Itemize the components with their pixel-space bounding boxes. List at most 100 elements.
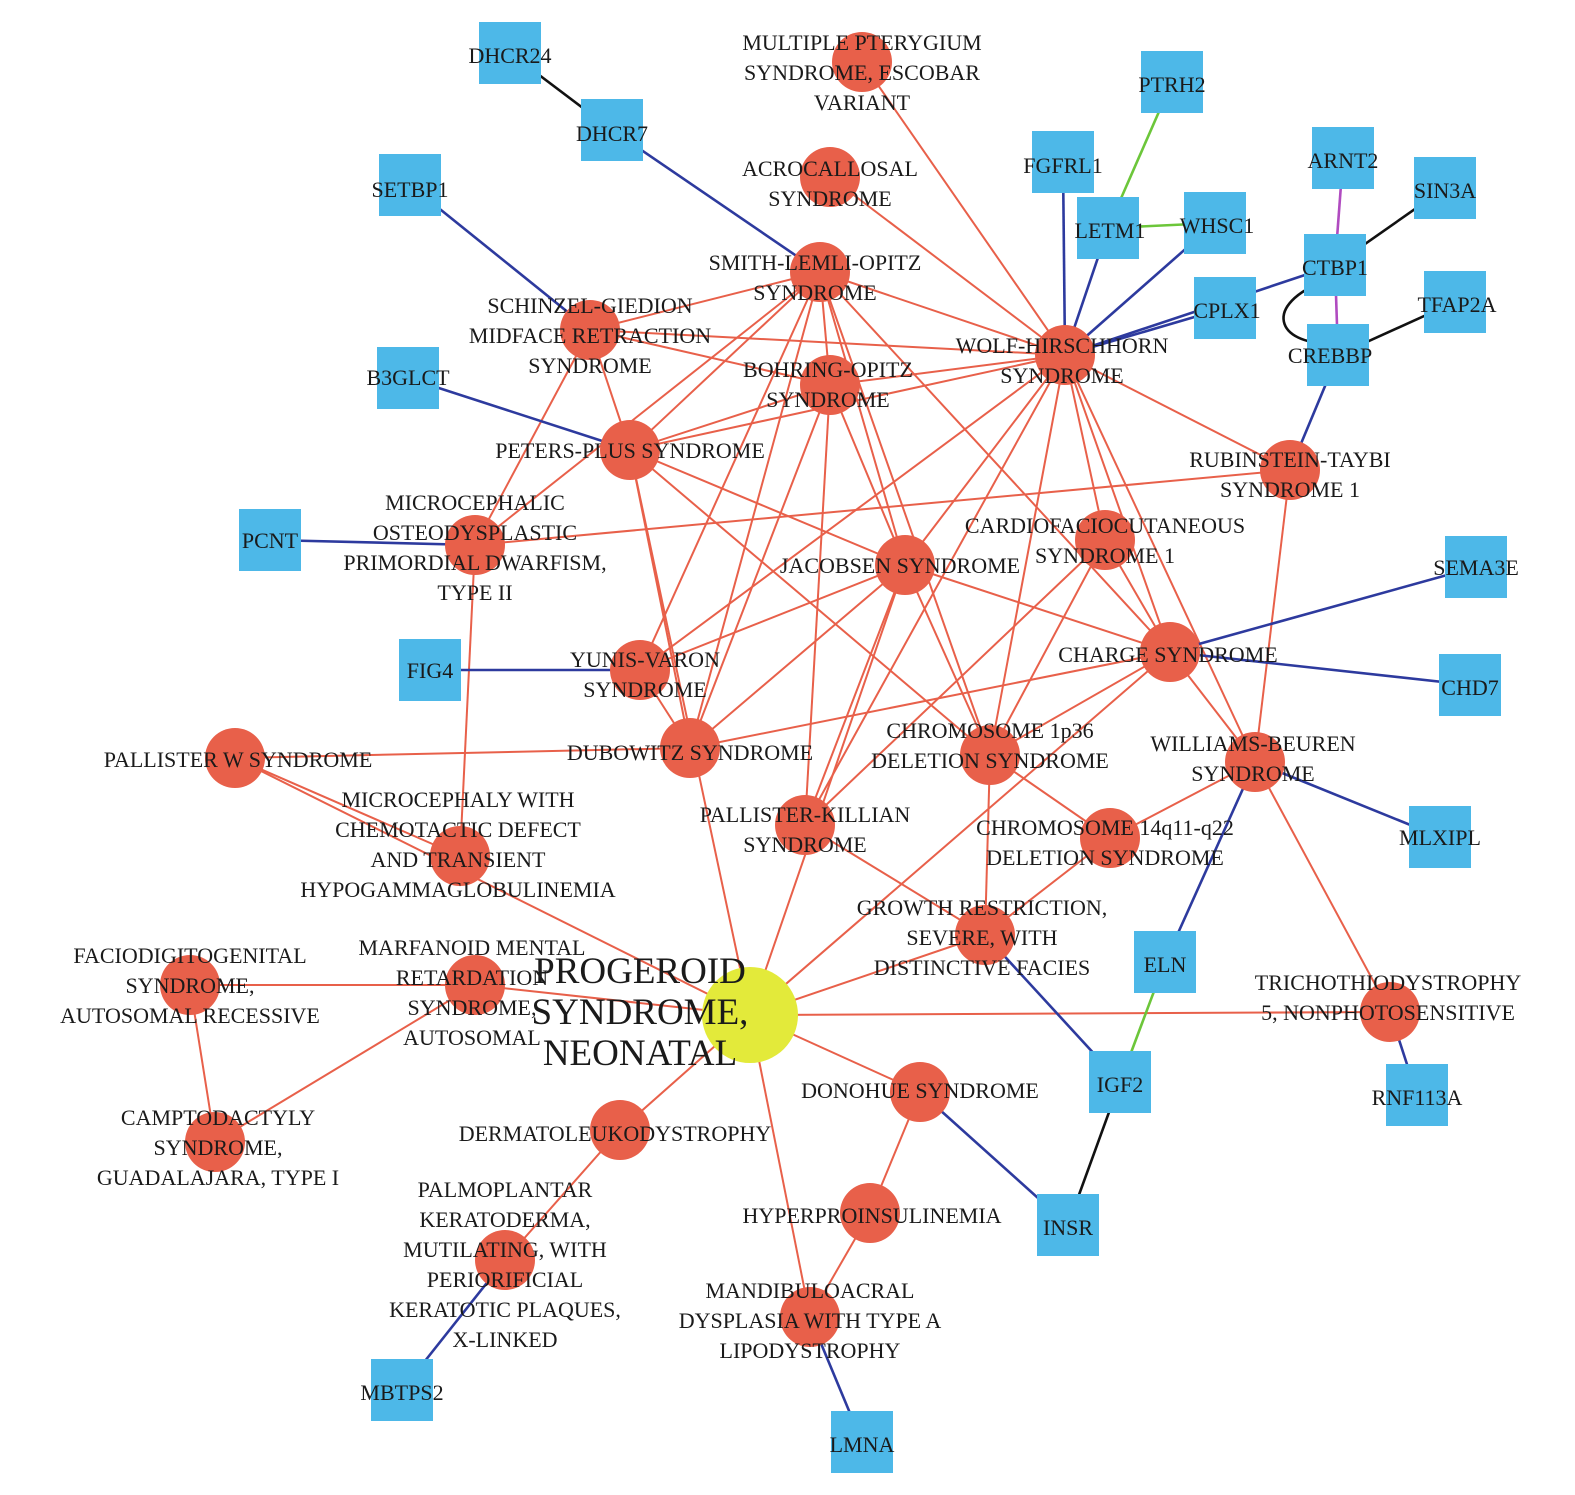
node-label-line: ELN: [1144, 952, 1187, 977]
disease-node-pps[interactable]: [600, 420, 660, 480]
node-label-line: INSR: [1043, 1215, 1093, 1240]
disease-node-c1p[interactable]: [960, 725, 1020, 785]
gene-node-chd7[interactable]: [1439, 654, 1501, 716]
disease-node-pks[interactable]: [775, 795, 835, 855]
node-label-line: X-LINKED: [452, 1327, 557, 1352]
node-label-line: CAMPTODACTYLY: [121, 1105, 315, 1130]
node-label-jac: JACOBSEN SYNDROME: [780, 553, 1020, 578]
node-label-line: HYPERPROINSULINEMIA: [742, 1203, 1001, 1228]
disease-node-don[interactable]: [890, 1062, 950, 1122]
disease-node-cfc[interactable]: [1075, 510, 1135, 570]
gene-node-b3glct[interactable]: [377, 347, 439, 409]
node-label-line: DYSPLASIA WITH TYPE A: [679, 1308, 942, 1333]
gene-node-fgfrl1[interactable]: [1032, 131, 1094, 193]
node-label-line: TFAP2A: [1417, 292, 1496, 317]
disease-node-ppk[interactable]: [475, 1230, 535, 1290]
disease-node-ttd[interactable]: [1360, 982, 1420, 1042]
edge-chg-dub: [689, 651, 1171, 749]
node-label-line: MIDFACE RETRACTION: [469, 323, 711, 348]
disease-node-whs[interactable]: [1035, 325, 1095, 385]
disease-node-sgm[interactable]: [560, 300, 620, 360]
node-label-line: MLXIPL: [1399, 825, 1481, 850]
node-label-letm1: LETM1: [1075, 218, 1146, 243]
disease-node-chg[interactable]: [1140, 622, 1200, 682]
edge-bos-dub: [689, 384, 831, 749]
gene-node-arnt2[interactable]: [1312, 127, 1374, 189]
gene-node-letm1[interactable]: [1077, 197, 1139, 259]
node-label-line: MULTIPLE PTERYGIUM: [742, 30, 981, 55]
gene-node-fig4[interactable]: [399, 639, 461, 701]
node-label-pws: PALLISTER W SYNDROME: [104, 747, 373, 772]
node-label-line: WILLIAMS-BEUREN: [1150, 731, 1355, 756]
gene-node-sema3e[interactable]: [1445, 536, 1507, 598]
gene-node-igf2[interactable]: [1089, 1051, 1151, 1113]
gene-node-setbp1[interactable]: [379, 154, 441, 216]
disease-node-mop[interactable]: [445, 515, 505, 575]
disease-node-fdg[interactable]: [160, 955, 220, 1015]
disease-node-mmr[interactable]: [445, 955, 505, 1015]
node-label-line: RETARDATION: [396, 965, 548, 990]
node-label-line: ACROCALLOSAL: [742, 156, 918, 181]
edge-grs-pks: [804, 824, 986, 936]
node-label-line: CTBP1: [1302, 255, 1368, 280]
edge-slo-dub: [689, 271, 821, 749]
node-label-line: B3GLCT: [366, 365, 450, 390]
gene-node-ptrh2[interactable]: [1141, 51, 1203, 113]
disease-node-acs[interactable]: [800, 147, 860, 207]
disease-node-cam[interactable]: [185, 1112, 245, 1172]
gene-node-tfap2a[interactable]: [1424, 271, 1486, 333]
disease-node-grs[interactable]: [955, 905, 1015, 965]
disease-node-rts[interactable]: [1260, 440, 1320, 500]
disease-node-psn[interactable]: [702, 967, 798, 1063]
gene-node-pcnt[interactable]: [239, 509, 301, 571]
node-label-line: SYNDROME,: [154, 1135, 283, 1160]
gene-node-ctbp1[interactable]: [1304, 234, 1366, 296]
gene-node-sin3a[interactable]: [1414, 157, 1476, 219]
edge-mop-mcd: [459, 544, 476, 857]
disease-node-mcd[interactable]: [430, 826, 490, 886]
node-label-line: AUTOSOMAL: [403, 1025, 541, 1050]
disease-node-mps[interactable]: [832, 32, 892, 92]
node-label-wbs: WILLIAMS-BEUREN SYNDROME: [1150, 731, 1355, 786]
node-label-insr: INSR: [1043, 1215, 1093, 1240]
gene-node-insr[interactable]: [1037, 1194, 1099, 1256]
disease-node-jac[interactable]: [875, 535, 935, 595]
edge-bos-pps: [629, 384, 831, 451]
gene-node-whsc1[interactable]: [1184, 192, 1246, 254]
disease-node-wbs[interactable]: [1225, 732, 1285, 792]
disease-node-dld[interactable]: [590, 1100, 650, 1160]
disease-node-yvs[interactable]: [610, 640, 670, 700]
gene-node-mbtps2[interactable]: [371, 1359, 433, 1421]
disease-node-hpi[interactable]: [840, 1183, 900, 1243]
gene-node-dhcr24[interactable]: [479, 22, 541, 84]
node-label-whsc1: WHSC1: [1180, 213, 1255, 238]
disease-node-bos[interactable]: [800, 355, 860, 415]
node-label-eln: ELN: [1144, 952, 1187, 977]
gene-node-cplx1[interactable]: [1194, 277, 1256, 339]
edge-sema3e-chg: [1169, 565, 1477, 654]
node-label-line: VARIANT: [814, 90, 911, 115]
node-label-line: DONOHUE SYNDROME: [801, 1078, 1039, 1103]
disease-node-dub[interactable]: [660, 718, 720, 778]
disease-node-pws[interactable]: [205, 728, 265, 788]
disease-node-mad[interactable]: [780, 1287, 840, 1347]
disease-node-c14[interactable]: [1080, 808, 1140, 868]
gene-node-eln[interactable]: [1134, 931, 1196, 993]
gene-node-mlxipl[interactable]: [1409, 806, 1471, 868]
node-label-line: SYNDROME 1: [1220, 477, 1360, 502]
edge-cfc-c1p: [989, 539, 1106, 756]
node-label-line: BOHRING-OPITZ: [743, 357, 913, 382]
gene-node-dhcr7[interactable]: [581, 99, 643, 161]
edge-bos-pks: [804, 384, 831, 826]
gene-node-rnf113a[interactable]: [1386, 1064, 1448, 1126]
gene-node-crebbp[interactable]: [1307, 324, 1369, 386]
disease-node-slo[interactable]: [790, 242, 850, 302]
node-label-line: SYNDROME: [1191, 761, 1314, 786]
gene-node-lmna[interactable]: [831, 1411, 893, 1473]
edge-wbs-ttd: [1254, 761, 1391, 1013]
node-label-line: GROWTH RESTRICTION,: [857, 895, 1108, 920]
